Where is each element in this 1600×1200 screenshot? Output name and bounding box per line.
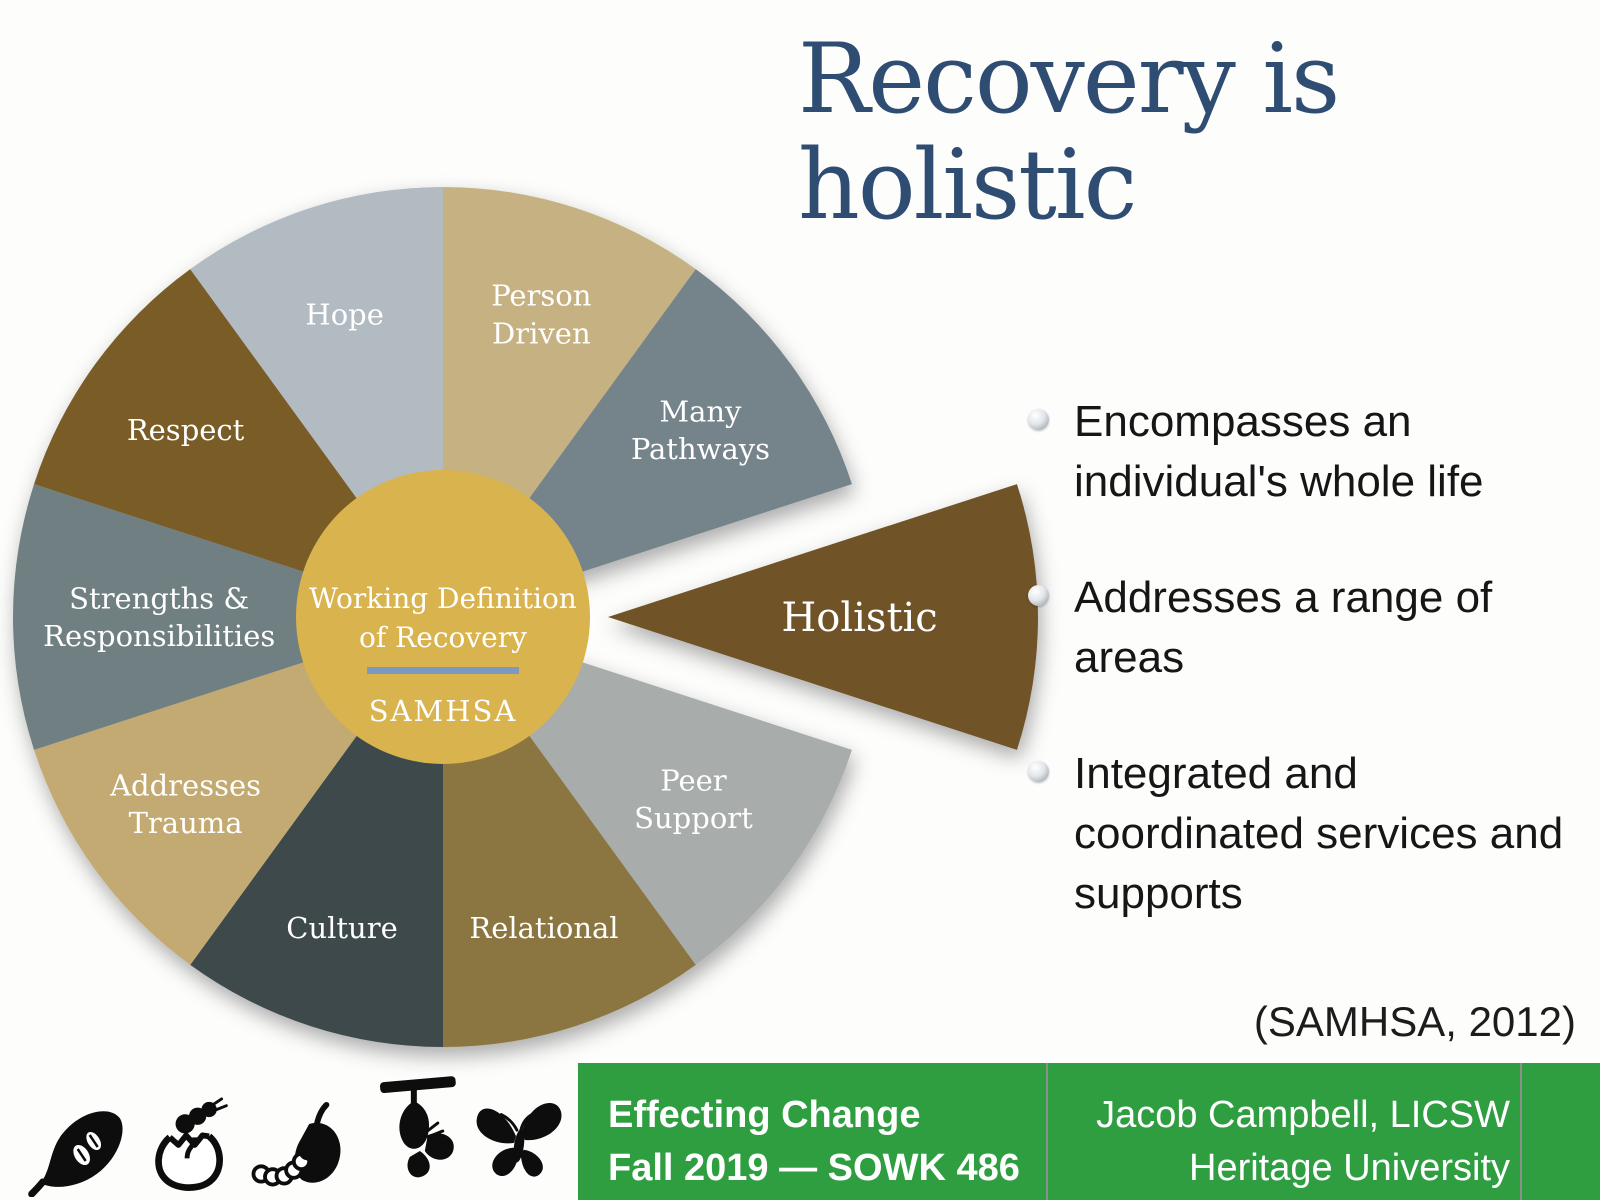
wheel-segment-label: Trauma <box>129 806 243 840</box>
wheel-segment-label: Pathways <box>631 432 770 466</box>
wheel-segment-label: Respect <box>127 413 245 447</box>
wheel-center-title: Working Definition <box>309 582 577 615</box>
page-title: Recovery is holistic <box>798 26 1578 238</box>
center-divider-line <box>367 667 519 674</box>
wheel-center-circle <box>296 470 590 764</box>
page-title-line2: holistic <box>798 129 1137 241</box>
footer-course-title: Effecting Change <box>608 1094 921 1136</box>
bullet-text: Integrated and coordinated services and … <box>1074 749 1564 918</box>
wheel-segment-label: Relational <box>469 911 618 945</box>
list-item: Addresses a range of areas <box>1028 568 1568 688</box>
wheel-segment-label: Person <box>491 279 591 313</box>
list-item: Integrated and coordinated services and … <box>1028 744 1568 924</box>
wheel-exploded-wedge <box>608 484 1038 750</box>
leaf-with-eggs-icon <box>28 1111 123 1197</box>
wheel-center-subtitle: SAMHSA <box>369 694 518 728</box>
wheel-segment-label: Responsibilities <box>43 619 275 653</box>
wheel-labels: PersonDrivenManyPathwaysHolisticPeerSupp… <box>43 279 938 945</box>
wheel-segment-label: Culture <box>286 911 398 945</box>
footer-course-term: Fall 2019 — SOWK 486 <box>608 1147 1020 1189</box>
footer-author: Jacob Campbell, LICSW <box>1096 1094 1510 1136</box>
wheel-segment-label: Peer <box>660 763 727 797</box>
bullet-list: Encompasses an individual's whole life A… <box>1028 392 1568 980</box>
sphere-bullet-icon <box>1028 761 1049 782</box>
chrysalis-icon <box>380 1076 457 1178</box>
wheel-segment-label: Support <box>634 801 753 835</box>
hatching-larva-icon <box>155 1097 229 1191</box>
caterpillar-icon <box>251 1101 341 1187</box>
footer-spacer <box>1520 1063 1600 1200</box>
bullet-text: Addresses a range of areas <box>1074 573 1493 682</box>
wheel-segment-label: Hope <box>305 298 383 332</box>
wheel-center-title: of Recovery <box>359 621 527 654</box>
footer-institution: Heritage University <box>1189 1147 1510 1189</box>
bullet-text: Encompasses an individual's whole life <box>1074 397 1484 506</box>
wheel-segment-label: Holistic <box>781 595 937 641</box>
wheel-segment-label: Addresses <box>109 768 261 802</box>
footer-course-block: Effecting Change Fall 2019 — SOWK 486 <box>578 1063 1046 1200</box>
sphere-bullet-icon <box>1028 409 1049 430</box>
page-title-line1: Recovery is <box>798 23 1340 135</box>
wheel-segment-label: Driven <box>492 316 591 350</box>
wheel-segment-holistic <box>608 484 1038 750</box>
wheel-segment-label: Many <box>659 394 742 428</box>
citation: (SAMHSA, 2012) <box>1253 998 1576 1045</box>
wheel-segment-strengths-responsibilities <box>12 484 443 750</box>
footer-author-block: Jacob Campbell, LICSW Heritage Universit… <box>1046 1063 1520 1200</box>
butterfly-lifecycle-icons <box>28 1062 568 1197</box>
footer-bar: Effecting Change Fall 2019 — SOWK 486 Ja… <box>578 1063 1600 1200</box>
butterfly-icon <box>476 1103 562 1177</box>
wheel-segment-label: Strengths & <box>69 581 249 615</box>
list-item: Encompasses an individual's whole life <box>1028 392 1568 512</box>
sphere-bullet-icon <box>1028 585 1049 606</box>
